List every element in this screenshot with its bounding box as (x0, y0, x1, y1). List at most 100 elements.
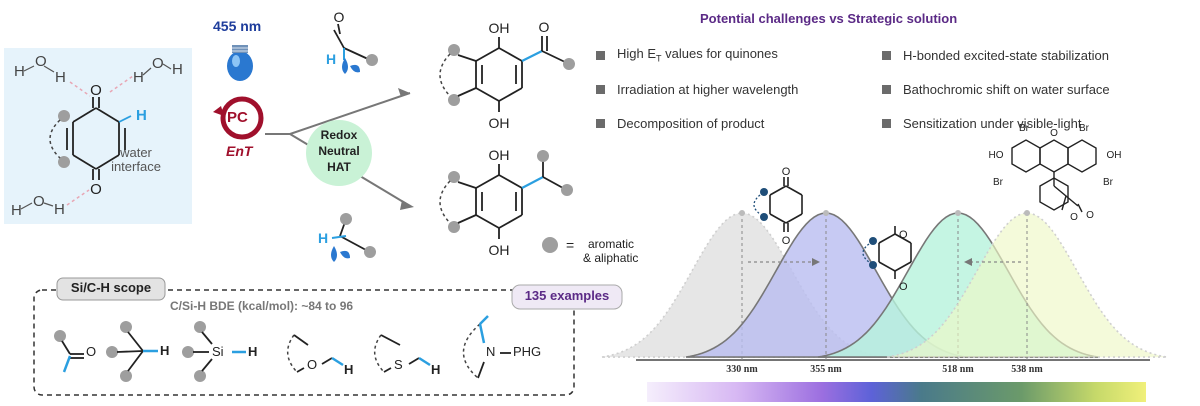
inset-dash (862, 243, 870, 263)
quinone-inset-o-top: O (782, 166, 791, 178)
scope-silane (182, 321, 246, 382)
pc-label: PC (227, 109, 248, 126)
inset-dash (753, 194, 761, 215)
scope-thioether (374, 334, 431, 373)
bullet-square-icon (882, 50, 891, 60)
svg-text:H: H (54, 201, 65, 218)
hat-badge-line1: Redox (321, 128, 358, 142)
top-product-oh-top: OH (489, 20, 510, 36)
water-molecule-3: H O H (11, 193, 65, 219)
substituent-ball (448, 44, 460, 56)
svg-text:H: H (14, 63, 25, 80)
challenge-item: Irradiation at higher wavelength (596, 72, 876, 106)
light-bulb-icon (227, 45, 253, 81)
eosin-o-ring: O (1070, 212, 1078, 223)
peak-label-330: 330 nm (726, 364, 758, 375)
peak-label-355: 355 nm (810, 364, 842, 375)
peak-dot-518 (955, 210, 961, 216)
eosin-o-bridge: O (1050, 128, 1058, 139)
scope-alkyl-h: H (160, 343, 170, 358)
pc-cycle-icon (213, 96, 264, 140)
challenge-item: High ET values for quinones (596, 38, 876, 72)
water-molecule-2: H O H (133, 55, 183, 86)
semiquinone-o-top: O (899, 229, 908, 241)
solution-text: H-bonded excited-state stabilization (903, 47, 1109, 63)
water-interface-label: water interface (111, 145, 161, 174)
substituent-ball (58, 156, 70, 168)
scope-aldehyde (54, 330, 84, 373)
bottom-product-oh-bottom: OH (489, 242, 510, 258)
quinone-o-bottom: O (90, 181, 102, 198)
semiquinone-o-bottom: O (899, 281, 908, 293)
substituent-ball (448, 221, 460, 233)
hat-badge (306, 120, 372, 186)
shift-arrowhead (964, 258, 972, 266)
eosin-br-2: Br (1079, 123, 1090, 134)
scope-ether-o: O (307, 357, 318, 372)
arrowhead (398, 88, 410, 97)
eosin-oh: OH (1107, 150, 1122, 161)
bullet-square-icon (882, 84, 891, 94)
aldehyde-h: H (326, 51, 336, 67)
examples-label: 135 examples (524, 288, 610, 303)
challenges-heading: Potential challenges vs Strategic soluti… (700, 11, 958, 26)
scope-title: Si/C-H scope (70, 280, 152, 295)
substituent-ball (448, 94, 460, 106)
solution-text: Sensitization under visible-light (903, 115, 1082, 131)
fused-ring-dashed (439, 180, 451, 224)
wavelength-label: 455 nm (213, 18, 262, 34)
scope-thioether-h: H (431, 362, 441, 377)
solution-item: Bathochromic shift on water surface (882, 72, 1182, 106)
peak-dot-330 (739, 210, 745, 216)
challenge-text: Irradiation at higher wavelength (617, 81, 799, 97)
solution-text: Bathochromic shift on water surface (903, 81, 1110, 97)
bottom-product-oh-top: OH (489, 147, 510, 163)
aldehyde-o: O (334, 9, 345, 25)
visible-spectrum-bar (647, 382, 1146, 402)
inset-ball (869, 237, 877, 245)
peak-dot-538 (1024, 210, 1030, 216)
ent-label: EnT (226, 143, 253, 159)
scope-bde: C/Si-H BDE (kcal/mol): ~84 to 96 (170, 299, 354, 313)
legend-line2: & aliphatic (583, 251, 638, 265)
svg-text:O: O (33, 193, 45, 210)
water-molecule-1: H O H (14, 53, 66, 86)
hat-badge-line2: Neutral (318, 144, 359, 158)
peak-label-538: 538 nm (1011, 364, 1043, 375)
shift-arrowhead (812, 258, 820, 266)
scope-alkyl (106, 321, 158, 382)
substituent-ball (563, 58, 575, 70)
bullet-square-icon (596, 118, 605, 128)
scope-amine (462, 315, 511, 379)
eosin-structure (1011, 139, 1097, 213)
inset-ball (760, 213, 768, 221)
quinone-o-top: O (90, 82, 102, 99)
eosin-ho: HO (989, 150, 1004, 161)
challenges-left-list: High ET values for quinones Irradiation … (596, 38, 876, 140)
aldehyde-reagent (333, 23, 378, 74)
alkane-h: H (318, 230, 328, 246)
eosin-o-carbonyl: O (1086, 210, 1094, 221)
bullet-square-icon (882, 118, 891, 128)
svg-text:H: H (55, 69, 66, 86)
svg-text:O: O (152, 55, 164, 72)
top-product-oh-bottom: OH (489, 115, 510, 131)
scope-amine-phg: PHG (513, 344, 542, 359)
legend-line1: aromatic (588, 237, 634, 251)
eosin-br-3: Br (993, 177, 1004, 188)
bullet-square-icon (596, 50, 605, 60)
scope-ether (287, 334, 344, 373)
inset-ball (760, 188, 768, 196)
scope-aldehyde-o: O (86, 344, 97, 359)
quinone-structure (66, 97, 132, 180)
svg-text:H: H (172, 61, 183, 78)
scope-title-tag (56, 277, 166, 301)
scope-thioether-s: S (394, 357, 403, 372)
scope-box (33, 289, 575, 396)
quinone-inset-o-bottom: O (782, 235, 791, 247)
inset-ball (869, 261, 877, 269)
top-product (475, 36, 566, 112)
svg-text:H: H (11, 202, 22, 219)
solutions-right-list: H-bonded excited-state stabilization Bat… (882, 38, 1182, 140)
